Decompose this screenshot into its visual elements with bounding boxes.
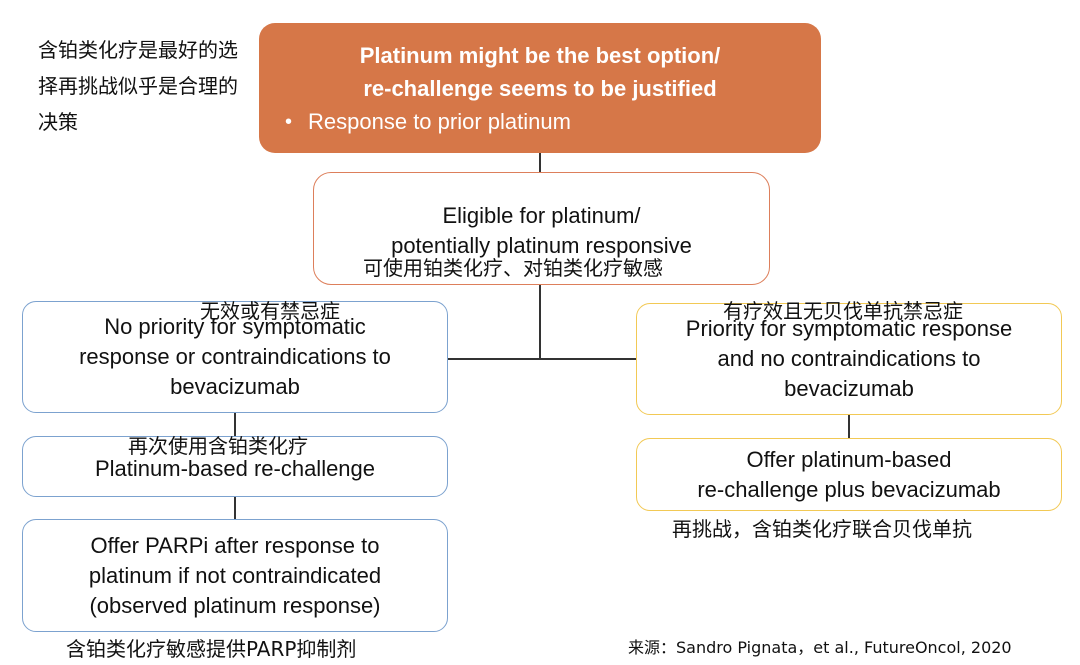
- rechallenge-text: Platinum-based re-challenge: [94, 456, 376, 481]
- connector-right-to-offer: [848, 415, 850, 438]
- eligible-cn-label: 可使用铂类化疗、对铂类化疗敏感: [363, 256, 663, 280]
- left-note-cn: 含铂类化疗是最好的选择再挑战似乎是合理的决策: [38, 38, 238, 134]
- connector-eligible-to-split: [539, 285, 541, 359]
- eligible-platinum-box: Eligible for platinum/ potentially plati…: [313, 172, 770, 285]
- priority-line2: and no contraindications to: [717, 346, 981, 371]
- bullet-dot-icon: •: [285, 111, 293, 133]
- platinum-rechallenge-box: Platinum-based re-challenge: [22, 436, 448, 497]
- left-branch-cn-label: 无效或有禁忌症: [200, 299, 340, 323]
- parpi-cn-label: 含铂类化疗敏感提供PARP抑制剂: [66, 637, 357, 661]
- top-bullet-row: • Response to prior platinum: [285, 107, 571, 137]
- connector-left-to-rechallenge: [234, 413, 236, 436]
- no-priority-box: No priority for symptomatic response or …: [22, 301, 448, 413]
- no-priority-line3: bevacizumab: [170, 374, 300, 399]
- parpi-line1: Offer PARPi after response to: [90, 532, 380, 558]
- right-branch-cn-label: 有疗效且无贝伐单抗禁忌症: [723, 299, 963, 323]
- top-bullet-text: Response to prior platinum: [308, 109, 571, 134]
- connector-rechallenge-to-parpi: [234, 497, 236, 519]
- top-recommendation-box: Platinum might be the best option/ re-ch…: [259, 23, 821, 153]
- source-citation: 来源：Sandro Pignata，et al., FutureOncol, 2…: [628, 638, 1012, 657]
- offer-cn-label: 再挑战，含铂类化疗联合贝伐单抗: [672, 517, 972, 541]
- priority-line1: Priority for symptomatic response: [685, 316, 1013, 341]
- offer-parpi-box: Offer PARPi after response to platinum i…: [22, 519, 448, 632]
- eligible-line1: Eligible for platinum/: [442, 203, 641, 228]
- offer-line1: Offer platinum-based: [746, 446, 952, 472]
- top-title-line1: Platinum might be the best option/: [359, 43, 721, 68]
- top-title-line2: re-challenge seems to be justified: [363, 76, 717, 101]
- rechallenge-cn-label: 再次使用含铂类化疗: [128, 434, 308, 458]
- priority-box: Priority for symptomatic response and no…: [636, 303, 1062, 415]
- eligible-line2: potentially platinum responsive: [391, 233, 692, 258]
- connector-horizontal-split: [448, 358, 637, 360]
- parpi-line2: platinum if not contraindicated: [88, 562, 382, 588]
- parpi-line3: (observed platinum response): [89, 592, 381, 618]
- no-priority-line1: No priority for symptomatic: [104, 314, 366, 339]
- offer-line2: re-challenge plus bevacizumab: [697, 476, 1001, 502]
- no-priority-line2: response or contraindications to: [79, 344, 391, 369]
- offer-platinum-bevacizumab-box: Offer platinum-based re-challenge plus b…: [636, 438, 1062, 511]
- connector-top-to-eligible: [539, 153, 541, 172]
- priority-line3: bevacizumab: [784, 376, 914, 401]
